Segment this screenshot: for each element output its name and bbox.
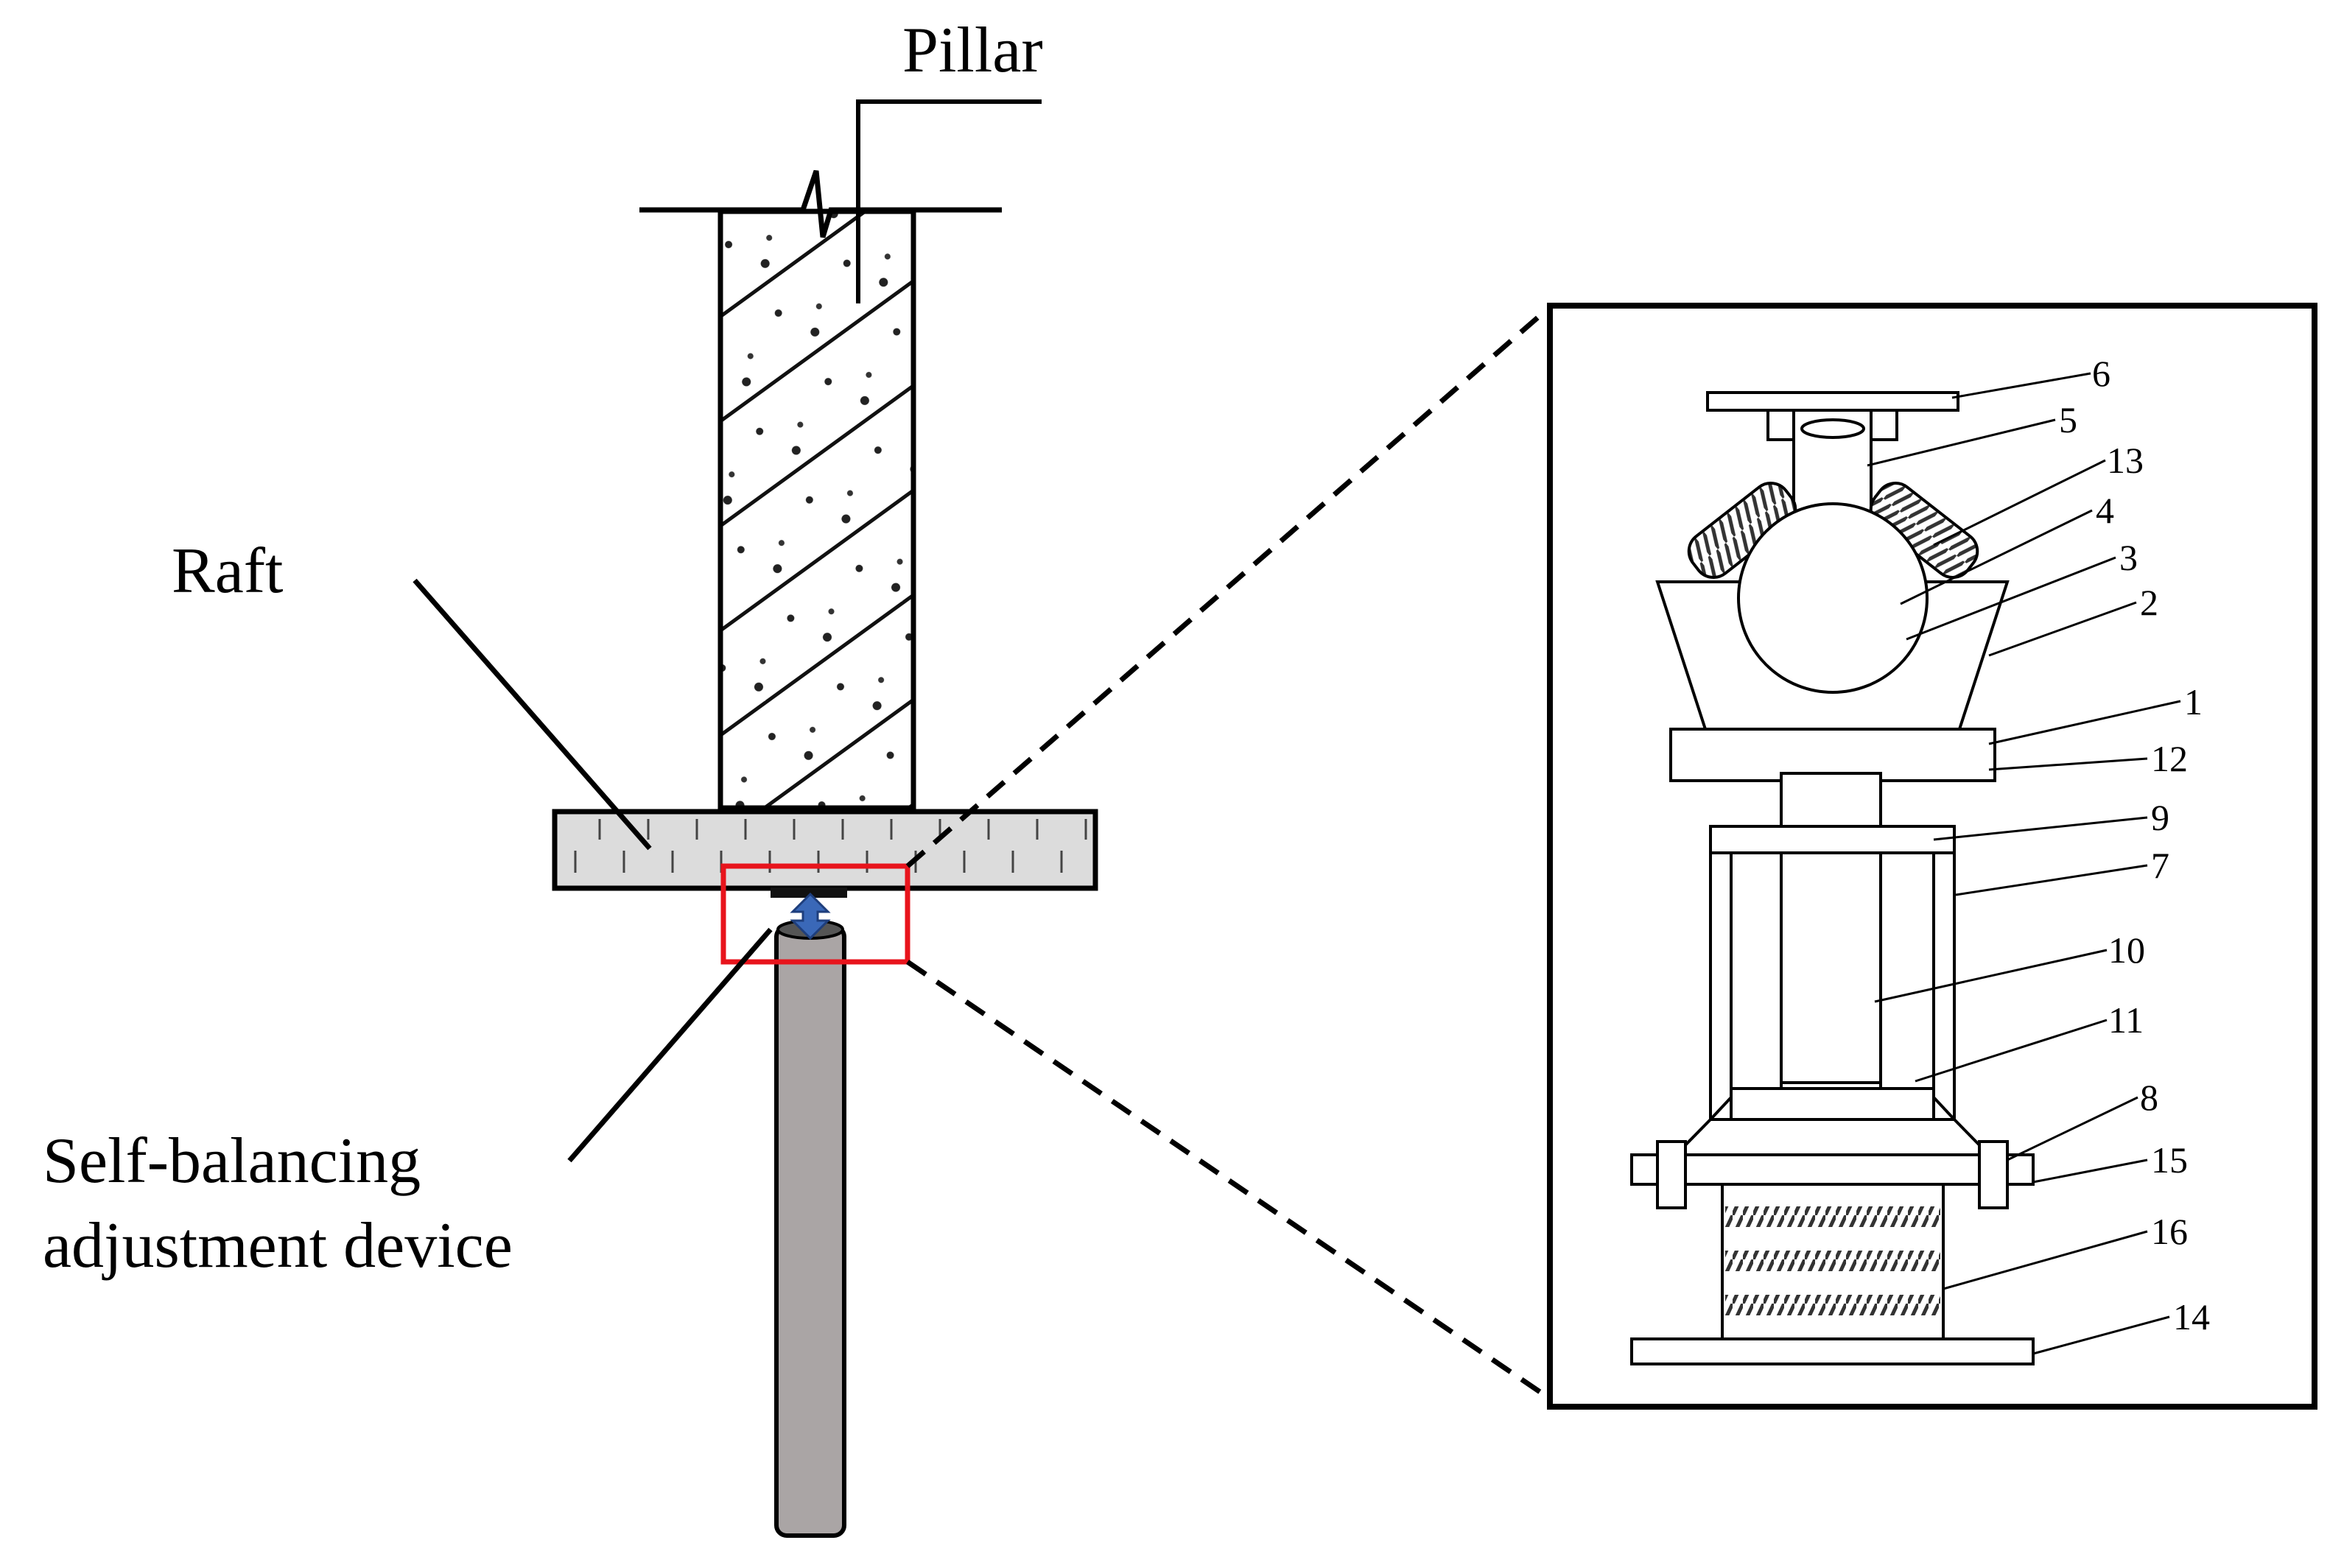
pillar-break-line [639, 169, 1002, 238]
part-number-8: 8 [2140, 1077, 2158, 1118]
callout-line-bottom [906, 960, 1547, 1398]
highlight-box [720, 863, 910, 965]
pillar-leader-line [856, 99, 1042, 303]
part-7-sleeve-right [1932, 831, 1956, 1124]
part-7-inner-right [1879, 851, 1935, 1090]
part-number-12: 12 [2151, 738, 2188, 779]
part-15-flange [1630, 1153, 2035, 1186]
part-number-7: 7 [2151, 845, 2169, 886]
part-5-bracket-right [1870, 409, 1898, 441]
pillar [639, 169, 1002, 811]
part-number-2: 2 [2140, 582, 2158, 623]
part-14-bottom-plate [1630, 1337, 2035, 1365]
part-4-ball [1737, 502, 1929, 694]
device-bearing-plate [771, 887, 847, 898]
part-10-column [1780, 772, 1882, 1084]
device-leader-line [567, 927, 773, 1163]
part-5-bracket-left [1766, 409, 1795, 441]
device-label-line2: adjustment device [43, 1210, 513, 1282]
part-9-ring [1709, 825, 1956, 854]
part-number-1: 1 [2184, 681, 2203, 723]
part-6-top-plate [1706, 391, 1959, 412]
part-16-layers [1725, 1206, 1940, 1315]
part-number-13: 13 [2107, 440, 2144, 481]
part-number-3: 3 [2119, 537, 2138, 578]
part-number-11: 11 [2108, 999, 2144, 1041]
pile [774, 924, 846, 1538]
part-number-15: 15 [2151, 1139, 2188, 1181]
part-5-hole [1800, 418, 1865, 439]
pillar-body [717, 208, 916, 811]
part-7-inner-left [1730, 851, 1783, 1090]
part-number-4: 4 [2096, 490, 2114, 531]
part-number-16: 16 [2151, 1211, 2188, 1252]
device-label-line1: Self-balancing [43, 1125, 421, 1197]
part-number-6: 6 [2092, 353, 2110, 394]
part-number-9: 9 [2151, 797, 2169, 838]
part-8-bolt-left [1656, 1140, 1687, 1209]
part-number-14: 14 [2173, 1296, 2210, 1337]
pillar-label: Pillar [902, 15, 1043, 86]
part-8-bolt-right [1978, 1140, 2009, 1209]
part-leader-lines [1867, 372, 2181, 1355]
raft-label: Raft [172, 535, 284, 607]
part-7-sleeve-left [1709, 831, 1733, 1124]
part-8-flange-top [1672, 1118, 1993, 1156]
raft-leader-line [413, 578, 652, 851]
raft-texture [560, 816, 1090, 884]
callout-line-top [905, 309, 1548, 868]
device-drawing [1630, 391, 2035, 1365]
part-number-5: 5 [2059, 399, 2077, 440]
adjustment-arrow-icon [790, 892, 831, 941]
part-number-10: 10 [2108, 929, 2145, 971]
